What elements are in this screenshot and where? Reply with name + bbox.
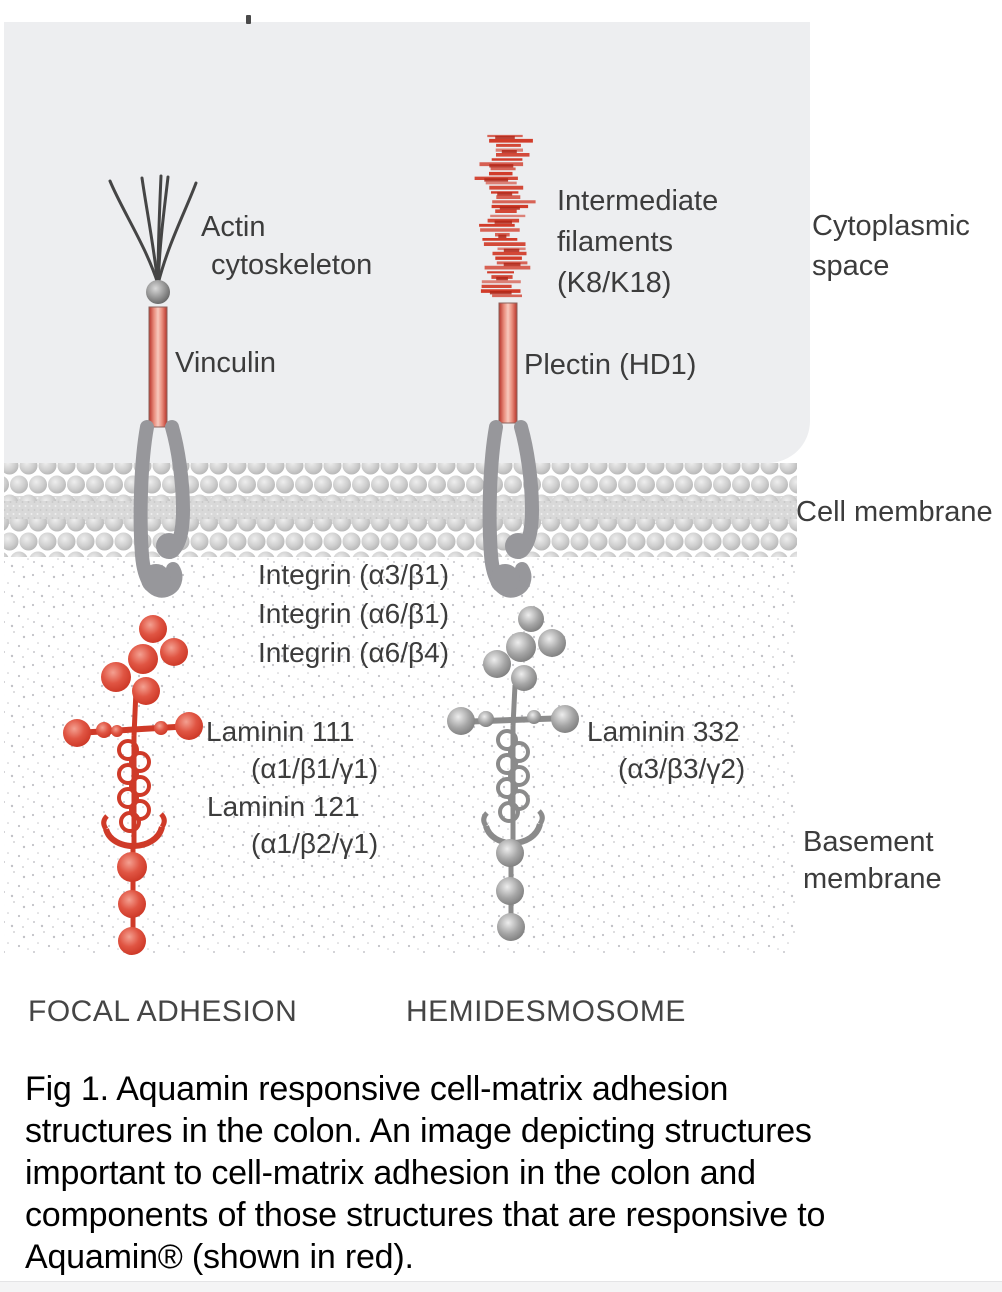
label-laminin-111: Laminin 111 — [206, 716, 355, 747]
label-intermediate-filaments-line3: (K8/K18) — [557, 267, 672, 299]
vinculin-bar-graphic — [148, 306, 168, 428]
intermediate-filaments-graphic — [474, 134, 536, 298]
plectin-bar-graphic — [498, 302, 518, 424]
label-plectin: Plectin (HD1) — [524, 349, 697, 381]
label-integrin-1: Integrin (α3/β1) — [258, 559, 450, 590]
cursor-tick — [246, 15, 251, 24]
caption-line: important to cell-matrix adhesion in the… — [25, 1154, 756, 1192]
label-intermediate-filaments-line1: Intermediate — [557, 185, 719, 217]
label-laminin-121-chains: (α1/β2/γ1) — [251, 828, 379, 859]
label-vinculin: Vinculin — [175, 347, 277, 379]
caption-line: components of those structures that are … — [25, 1196, 826, 1234]
label-integrin-2: Integrin (α6/β1) — [258, 598, 450, 629]
laminin-red-graphic — [63, 615, 203, 955]
title-focal-adhesion: FOCAL ADHESION — [28, 995, 298, 1028]
caption-line: Fig 1. Aquamin responsive cell-matrix ad… — [25, 1070, 729, 1108]
laminin-gray-graphic — [447, 606, 579, 941]
label-laminin-121: Laminin 121 — [207, 791, 360, 822]
title-hemidesmosome: HEMIDESMOSOME — [406, 995, 686, 1028]
label-basement-membrane-line2: membrane — [803, 863, 942, 895]
label-laminin-111-chains: (α1/β1/γ1) — [251, 753, 379, 784]
integrin-graphic-hemi — [482, 420, 540, 598]
cell-membrane-graphic — [4, 463, 797, 557]
caption-line: Aquamin® (shown in red). — [25, 1238, 414, 1276]
integrin-graphic-focal — [133, 420, 191, 598]
label-integrin-3: Integrin (α6/β4) — [258, 637, 450, 668]
label-laminin-332-chains: (α3/β3/γ2) — [618, 753, 746, 784]
label-cytoplasmic-space-line2: space — [812, 250, 890, 282]
label-actin-line2: cytoskeleton — [211, 249, 373, 281]
bottom-edge-strip — [0, 1281, 1002, 1292]
label-cell-membrane: Cell membrane — [796, 496, 993, 528]
caption-line: structures in the colon. An image depict… — [25, 1112, 812, 1150]
label-intermediate-filaments-line2: filaments — [557, 226, 674, 258]
actin-cytoskeleton-graphic — [108, 174, 198, 304]
label-laminin-332: Laminin 332 — [587, 716, 740, 747]
label-actin-line1: Actin — [201, 211, 266, 243]
figure-caption: Fig 1. Aquamin responsive cell-matrix ad… — [25, 1068, 990, 1278]
label-basement-membrane-line1: Basement — [803, 826, 934, 858]
cytoplasm-panel — [4, 22, 810, 463]
label-cytoplasmic-space-line1: Cytoplasmic — [812, 210, 970, 242]
